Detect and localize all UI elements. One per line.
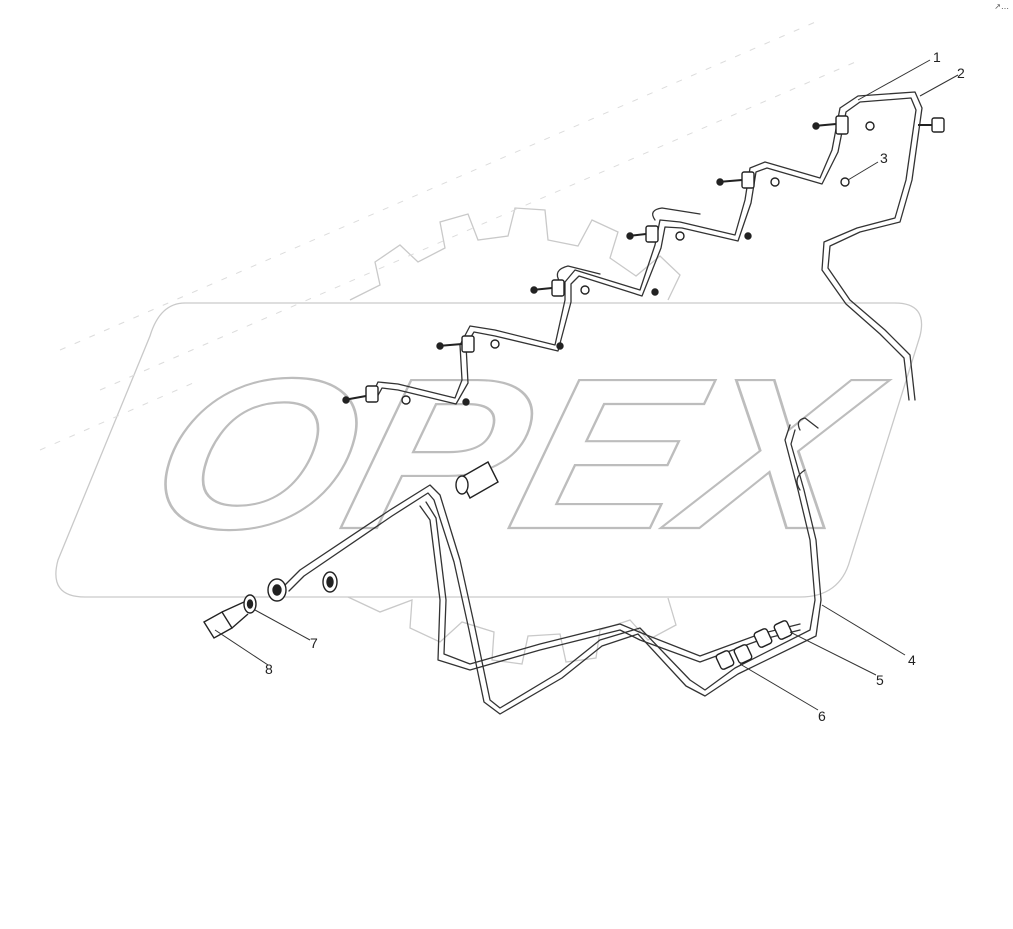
- banjo-fittings: [342, 115, 945, 406]
- callout-6: 6: [818, 708, 826, 724]
- callout-1: 1: [933, 49, 941, 65]
- callout-5: 5: [876, 672, 884, 688]
- pipe-sleeves: [715, 620, 793, 670]
- background-lines: [39, 19, 861, 451]
- bolt-8: [203, 611, 233, 639]
- corner-mark: ↗…: [994, 2, 1009, 11]
- fitting-3: [530, 279, 659, 297]
- fitting-5: [716, 171, 850, 189]
- watermark-plate: [55, 302, 923, 598]
- leader-lines: [214, 59, 959, 711]
- watermark: OPEX: [55, 207, 923, 665]
- sleeve-a: [753, 628, 773, 648]
- callout-2: 2: [957, 65, 965, 81]
- fitting-6: [812, 115, 945, 135]
- callout-3: 3: [880, 150, 888, 166]
- callout-8: 8: [265, 661, 273, 677]
- callout-labels: 1 2 3 4 5 6 7 8: [265, 49, 965, 724]
- fitting-1: [342, 385, 470, 406]
- sleeve-c: [715, 650, 735, 670]
- fitting-4: [626, 225, 752, 243]
- callout-4: 4: [908, 652, 916, 668]
- sleeve-d: [733, 644, 753, 664]
- callout-7: 7: [310, 635, 318, 651]
- sleeve-b: [773, 620, 793, 640]
- watermark-gear: [347, 207, 681, 665]
- fitting-2: [436, 335, 564, 353]
- watermark-text: OPEX: [129, 334, 902, 574]
- bolt-assembly: [203, 461, 499, 639]
